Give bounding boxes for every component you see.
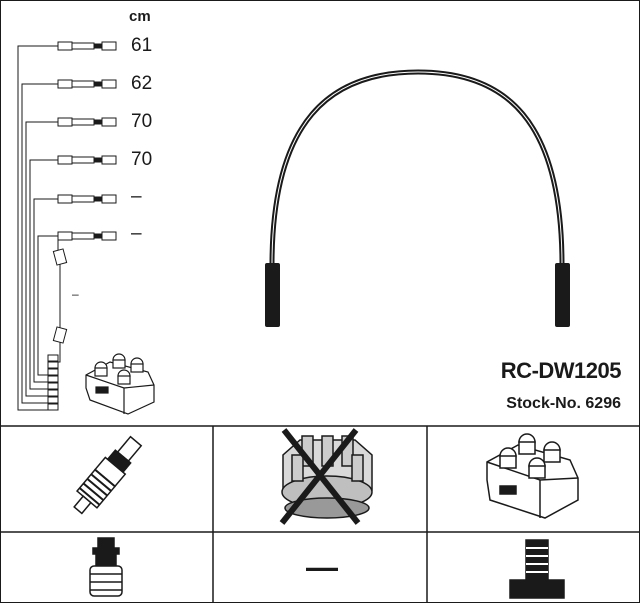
coil-lead-length: – <box>72 287 79 301</box>
lead-length-4: 70 <box>131 149 153 170</box>
ignition-cable <box>265 69 570 327</box>
unit-label: cm <box>129 8 151 25</box>
connector-row-1 <box>57 41 117 51</box>
connector-row-4 <box>57 155 117 165</box>
ignition-coil-icon <box>486 433 579 519</box>
connector-row-3 <box>57 117 117 127</box>
lead-length-3: 70 <box>131 111 153 132</box>
connectors <box>47 41 117 411</box>
plug-boot-icon <box>89 537 123 597</box>
small-coil-icon <box>85 353 155 415</box>
lead-length-6: – <box>131 223 142 244</box>
spark-plug-icon <box>73 435 143 515</box>
model-number: RC-DW1205 <box>500 358 622 383</box>
stock-number: Stock-No. 6296 <box>506 395 621 412</box>
lead-length-1: 61 <box>131 35 153 56</box>
terminal-stack <box>47 354 59 411</box>
connector-row-2 <box>57 79 117 89</box>
coil-boot-icon <box>509 539 565 599</box>
connector-row-6 <box>57 231 117 241</box>
coil-lead-connector <box>52 248 68 344</box>
none-marker: — <box>306 549 338 585</box>
distributor-cap-crossed-icon <box>279 428 373 525</box>
lead-length-5: – <box>131 186 142 207</box>
lead-length-2: 62 <box>131 73 153 94</box>
connector-row-5 <box>57 194 117 204</box>
